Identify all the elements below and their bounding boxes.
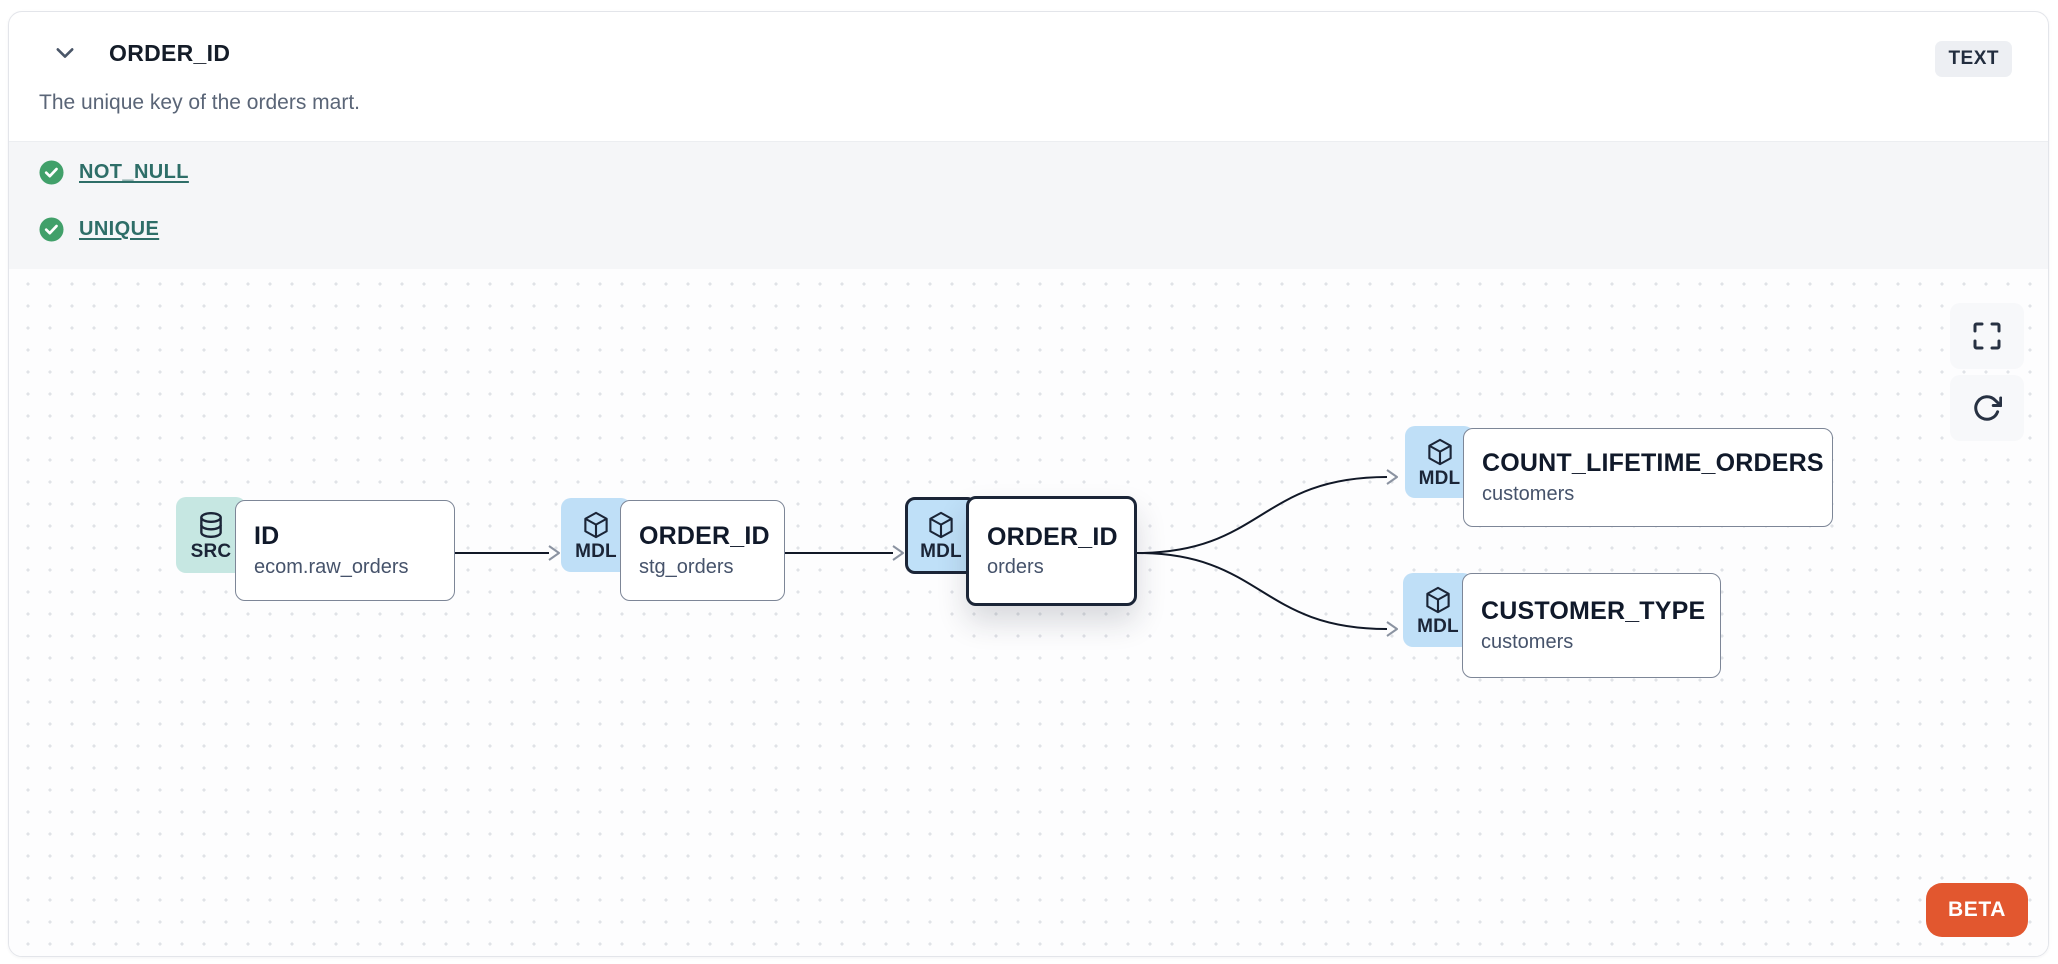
node-card: CUSTOMER_TYPE customers [1462, 573, 1721, 678]
test-row-unique[interactable]: UNIQUE [39, 216, 159, 243]
test-link-not-null[interactable]: NOT_NULL [79, 161, 189, 183]
node-type-badge-mdl: MDL [905, 497, 977, 574]
cube-icon [584, 511, 608, 538]
node-title: CUSTOMER_TYPE [1481, 597, 1706, 626]
node-title: ID [254, 522, 280, 551]
node-subtitle: customers [1482, 482, 1575, 505]
node-card: COUNT_LIFETIME_ORDERS customers [1463, 428, 1833, 527]
node-title: COUNT_LIFETIME_ORDERS [1482, 449, 1824, 478]
lineage-canvas[interactable]: SRC ID ecom.raw_orders MDL ORDER_ID stg_… [9, 269, 2048, 956]
node-card: ORDER_ID stg_orders [620, 500, 785, 601]
database-icon [200, 511, 222, 538]
node-card: ORDER_ID orders [966, 496, 1137, 606]
fullscreen-icon [1973, 322, 2001, 350]
node-type-badge-src: SRC [176, 497, 246, 573]
node-badge-label: MDL [575, 540, 617, 562]
check-circle-icon [39, 160, 64, 185]
node-title: ORDER_ID [639, 522, 770, 551]
refresh-icon [1974, 395, 2002, 421]
node-subtitle: ecom.raw_orders [254, 555, 409, 578]
node-subtitle: customers [1481, 630, 1574, 653]
lineage-edges [455, 469, 1398, 637]
column-title: ORDER_ID [109, 39, 231, 66]
node-title: ORDER_ID [987, 522, 1118, 551]
node-subtitle: stg_orders [639, 555, 734, 578]
column-description: The unique key of the orders mart. [39, 91, 360, 114]
node-card: ID ecom.raw_orders [235, 500, 455, 601]
node-badge-label: MDL [920, 541, 962, 562]
test-link-unique[interactable]: UNIQUE [79, 218, 160, 240]
beta-badge: BETA [1925, 883, 2028, 937]
node-type-badge-mdl: MDL [561, 498, 631, 572]
node-badge-label: MDL [1418, 467, 1461, 489]
tests-section: NOT_NULL UNIQUE [9, 141, 2048, 269]
column-details-panel: ORDER_ID TEXT The unique key of the orde… [8, 11, 2049, 957]
node-badge-label: MDL [1417, 615, 1459, 637]
node-type-badge-mdl: MDL [1405, 426, 1474, 498]
check-circle-icon [39, 217, 64, 242]
chevron-down-icon [56, 48, 74, 58]
node-type-badge-mdl: MDL [1403, 573, 1473, 647]
test-row-not-null[interactable]: NOT_NULL [39, 159, 189, 186]
collapse-button[interactable] [45, 37, 85, 69]
fullscreen-button[interactable] [1950, 303, 2024, 369]
node-subtitle: orders [987, 556, 1044, 579]
data-type-badge: TEXT [1935, 41, 2012, 77]
cube-icon [1426, 586, 1450, 613]
refresh-button[interactable] [1950, 375, 2024, 441]
cube-icon [929, 511, 953, 539]
panel-header: ORDER_ID TEXT The unique key of the orde… [9, 12, 2048, 141]
cube-icon [1427, 438, 1452, 465]
node-badge-label: SRC [190, 540, 232, 562]
